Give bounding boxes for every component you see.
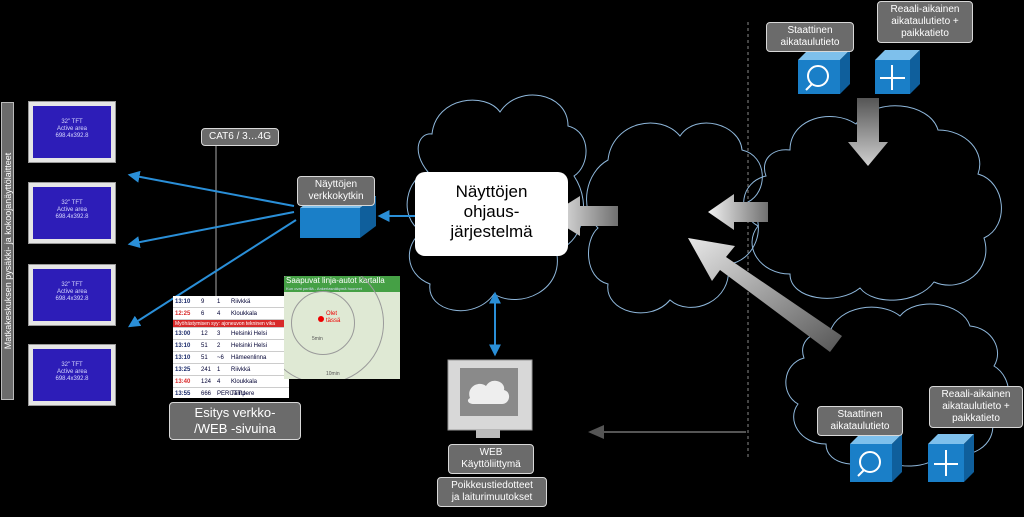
departure-time: 13:10: [175, 354, 191, 361]
destination: Riivkkä: [231, 366, 251, 373]
control-system-box: Näyttöjen ohjaus- järjestelmä: [415, 172, 568, 256]
route-number: 666: [201, 390, 212, 397]
map-ring-inner: [291, 291, 355, 355]
route-number: 6: [201, 310, 205, 317]
route-number: 9: [201, 298, 205, 305]
route-number: 124: [201, 378, 212, 385]
map-ring-outer: [284, 276, 384, 379]
side-label-text: Matkakeskuksen pysäkki- ja kokoojanäyttö…: [2, 152, 13, 350]
timetable-row: 13:10 51 ~6 Hämeenlinna: [173, 352, 289, 364]
destination: Helsinki Helsi: [231, 342, 268, 349]
thin-arrow-head: [588, 425, 604, 439]
destination: Helsinki Helsi: [231, 330, 268, 337]
departure-time: 13:40: [175, 378, 191, 385]
destination: Tampere: [231, 390, 255, 397]
you-are-here-marker: [318, 316, 324, 322]
route-number: 241: [201, 366, 212, 373]
departure-time: 13:10: [175, 298, 191, 305]
platform: 2: [217, 342, 221, 349]
departure-time: 12:25: [175, 310, 191, 317]
web-server-icon: [447, 359, 533, 438]
destination: Riivkkä: [231, 298, 251, 305]
route-number: 51: [201, 354, 208, 361]
destination: Kloukkala: [231, 310, 258, 317]
static-data-cube-bottom-icon: [850, 434, 902, 482]
block-arrow-down-static: [848, 98, 888, 166]
block-arrow-diagonal: [688, 238, 842, 352]
timetable-row: 13:00 12 3 Helsinki Helsi: [173, 328, 289, 340]
platform: PERUTTU: [217, 390, 246, 397]
block-arrow-to-middle: [708, 194, 768, 230]
timetable-row: 13:25 241 1 Riivkkä: [173, 364, 289, 376]
platform: 4: [217, 310, 221, 317]
destination: Hämeenlinna: [231, 354, 267, 361]
cloud-top-right: [743, 105, 1002, 301]
timetable-announcement: Myöhästymisen syy: ajoneuvon tekninen vi…: [173, 320, 289, 328]
arrow-switch-monitor-1: [127, 170, 295, 207]
arrow-switch-monitor-2: [127, 211, 295, 249]
route-number: 51: [201, 342, 208, 349]
platform: 1: [217, 366, 221, 373]
realtime-data-cube-bottom-icon: [928, 434, 974, 482]
platform: ~6: [217, 354, 224, 361]
timetable-row: 13:40 124 4 Kloukkala: [173, 376, 289, 388]
timetable-row: 13:10 9 1 Riivkkä: [173, 296, 289, 308]
departure-time: 13:55: [175, 390, 191, 397]
route-number: 12: [201, 330, 208, 337]
platform: 1: [217, 298, 221, 305]
departure-time: 13:25: [175, 366, 191, 373]
departure-time: 13:10: [175, 342, 191, 349]
cat6-label: CAT6 / 3…4G: [201, 128, 279, 146]
timetable-row: 13:10 51 2 Helsinki Helsi: [173, 340, 289, 352]
static-data-cube-top-icon: [798, 50, 850, 94]
ring-outer-label: 10min: [326, 371, 340, 377]
web-view-label: Esitys verkko-/WEB -sivuina: [169, 402, 301, 440]
destination: Kloukkala: [231, 378, 258, 385]
ring-inner-label: 5min: [312, 336, 323, 342]
realtime-data-cube-top-icon: [875, 50, 920, 94]
timetable-row: 12:25 6 4 Kloukkala: [173, 308, 289, 320]
platform: 3: [217, 330, 221, 337]
switch-label: Näyttöjen verkkokytkin: [297, 176, 375, 206]
platform: 4: [217, 378, 221, 385]
arrow-switch-monitor-3: [127, 219, 297, 328]
side-vertical-label: Matkakeskuksen pysäkki- ja kokoojanäyttö…: [1, 102, 14, 400]
departure-time: 13:00: [175, 330, 191, 337]
